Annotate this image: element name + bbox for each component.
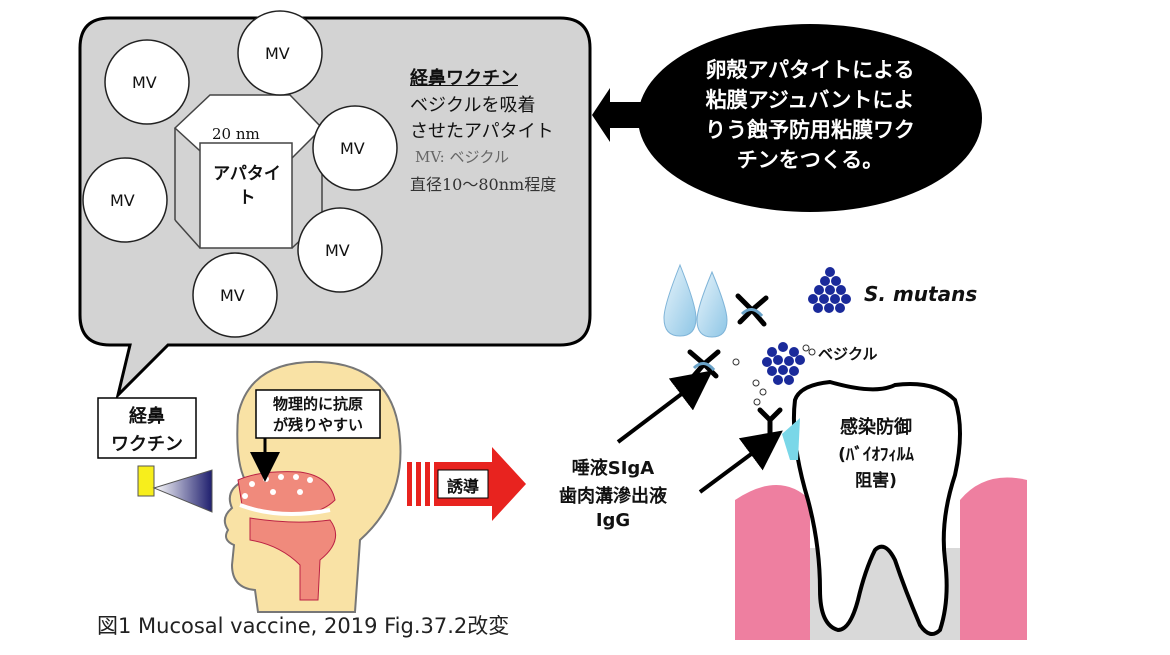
- mv-label: MV: [325, 241, 350, 260]
- protection-line3: 阻害): [855, 471, 897, 491]
- crystal-name-label: アパタイト: [213, 164, 281, 208]
- mv-label: MV: [340, 139, 365, 158]
- antibody-line3: IgG: [595, 510, 631, 531]
- bacteria-with-vesicles: [732, 342, 816, 406]
- diameter-note: 直径10〜80nm程度: [410, 175, 557, 194]
- sigA-arrow: [616, 370, 713, 444]
- callout-desc-line2: させたアパタイト: [410, 121, 554, 142]
- mv-circle: [297, 207, 383, 293]
- vesicle-label: ベジクル: [818, 345, 878, 363]
- head-note-line1: 物理的に抗原: [272, 395, 363, 413]
- igg-arrow: [698, 430, 783, 494]
- bubble-arrow: [592, 88, 648, 142]
- mv-circle: [237, 10, 323, 96]
- figure-caption: 図1 Mucosal vaccine, 2019 Fig.37.2改変: [97, 614, 510, 638]
- device-label-line1: 経鼻: [129, 406, 165, 427]
- protection-line2: (ﾊﾞｲｵﾌｨﾙﾑ: [838, 445, 914, 465]
- bubble-line4: チンをつくる。: [736, 148, 884, 172]
- mv-circle: [312, 105, 398, 191]
- mv-label: MV: [110, 191, 135, 210]
- saliva-drops: [663, 263, 728, 338]
- bubble-line3: りう蝕予防用粘膜ワク: [705, 118, 915, 142]
- induction-arrow: [407, 447, 526, 521]
- bubble-line1: 卵殻アパタイトによる: [705, 58, 915, 82]
- device-label-line2: ワクチン: [111, 434, 183, 455]
- mv-note: MV: ベジクル: [415, 148, 510, 166]
- mv-label: MV: [220, 286, 245, 305]
- nasal-device: [97, 397, 213, 513]
- s-mutans-label: S. mutans: [864, 282, 978, 306]
- tooth-diagram: [735, 379, 1027, 640]
- mv-label: MV: [265, 44, 290, 63]
- head-note-line2: が残りやすい: [272, 416, 363, 434]
- protection-line1: 感染防御: [840, 417, 912, 438]
- mv-circle: [192, 252, 278, 338]
- black-bubble: [638, 24, 982, 212]
- mv-vesicles: [82, 10, 398, 338]
- mv-circle: [82, 157, 168, 243]
- nasal-vaccine-title: 経鼻ワクチン: [410, 68, 518, 89]
- s-mutans-cluster: [808, 267, 851, 313]
- induction-label: 誘導: [446, 477, 479, 496]
- head-diagram: [223, 360, 402, 613]
- antibody-line1: 唾液SIgA: [571, 458, 655, 479]
- callout-desc-line1: ベジクルを吸着: [410, 95, 536, 116]
- mv-circle: [104, 39, 190, 125]
- antibody-line2: 歯肉溝滲出液: [559, 486, 667, 507]
- crystal-size-label: 20 nm: [212, 125, 260, 143]
- bubble-line2: 粘膜アジュバントによ: [705, 88, 915, 112]
- mv-label: MV: [132, 73, 157, 92]
